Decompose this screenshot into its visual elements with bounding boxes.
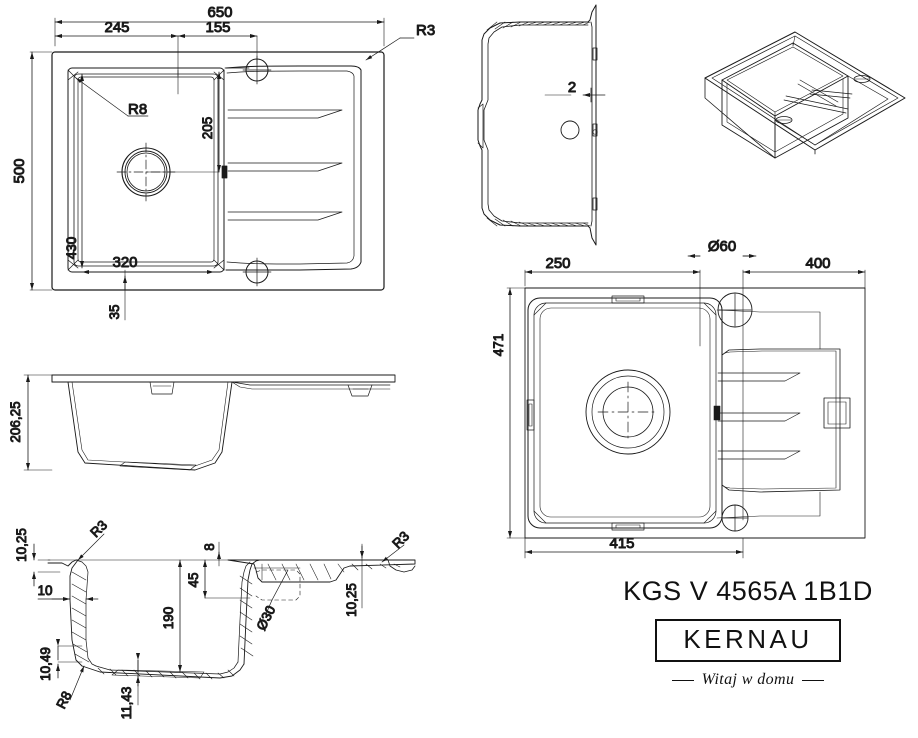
svg-text:2: 2 — [568, 79, 576, 96]
svg-text:190: 190 — [161, 607, 176, 630]
svg-text:R8: R8 — [53, 689, 74, 711]
svg-text:415: 415 — [609, 535, 634, 552]
tagline-dash-right — [802, 679, 825, 682]
svg-text:Ø60: Ø60 — [708, 238, 736, 255]
svg-text:Ø30: Ø30 — [254, 603, 279, 633]
detail-section-view: 10,25 R3 10 10,49 R8 — [14, 517, 416, 720]
svg-text:155: 155 — [205, 19, 230, 36]
svg-text:R3: R3 — [416, 22, 435, 39]
svg-text:650: 650 — [207, 4, 232, 21]
svg-text:10: 10 — [37, 583, 52, 598]
svg-text:10,49: 10,49 — [38, 647, 53, 681]
svg-text:R3: R3 — [389, 528, 412, 551]
svg-text:245: 245 — [104, 19, 129, 36]
svg-text:10,25: 10,25 — [344, 583, 359, 617]
svg-text:8: 8 — [202, 543, 217, 551]
brand-name: KERNAU — [683, 624, 813, 654]
svg-text:500: 500 — [11, 158, 28, 183]
front-elevation-view: 206,25 — [8, 374, 396, 471]
svg-text:430: 430 — [64, 237, 79, 260]
svg-text:250: 250 — [545, 255, 570, 272]
svg-text:10,25: 10,25 — [14, 528, 29, 562]
svg-text:45: 45 — [186, 572, 201, 587]
svg-text:205: 205 — [200, 117, 215, 140]
brand-tagline: Witaj w domu — [588, 671, 908, 689]
svg-text:35: 35 — [107, 304, 122, 319]
svg-text:471: 471 — [491, 334, 506, 357]
title-block: KGS V 4565A 1B1D KERNAU Witaj w domu — [588, 578, 908, 728]
tagline-text: Witaj w domu — [701, 671, 795, 689]
svg-text:320: 320 — [112, 254, 137, 271]
svg-text:400: 400 — [805, 255, 830, 272]
top-plan-view: 650 245 155 500 R3 R8 — [11, 4, 436, 321]
svg-text:206,25: 206,25 — [8, 401, 23, 442]
vertical-section-view: 2 — [477, 4, 606, 246]
model-name: KGS V 4565A 1B1D — [623, 576, 873, 606]
svg-text:R8: R8 — [128, 101, 147, 118]
isometric-view — [704, 31, 906, 159]
svg-text:11,43: 11,43 — [119, 687, 134, 720]
tagline-dash-left — [671, 679, 694, 682]
svg-text:R3: R3 — [87, 517, 110, 540]
cutout-plan-view: Ø60 250 400 471 415 — [491, 238, 866, 559]
brand-logo-box: KERNAU — [655, 619, 841, 663]
